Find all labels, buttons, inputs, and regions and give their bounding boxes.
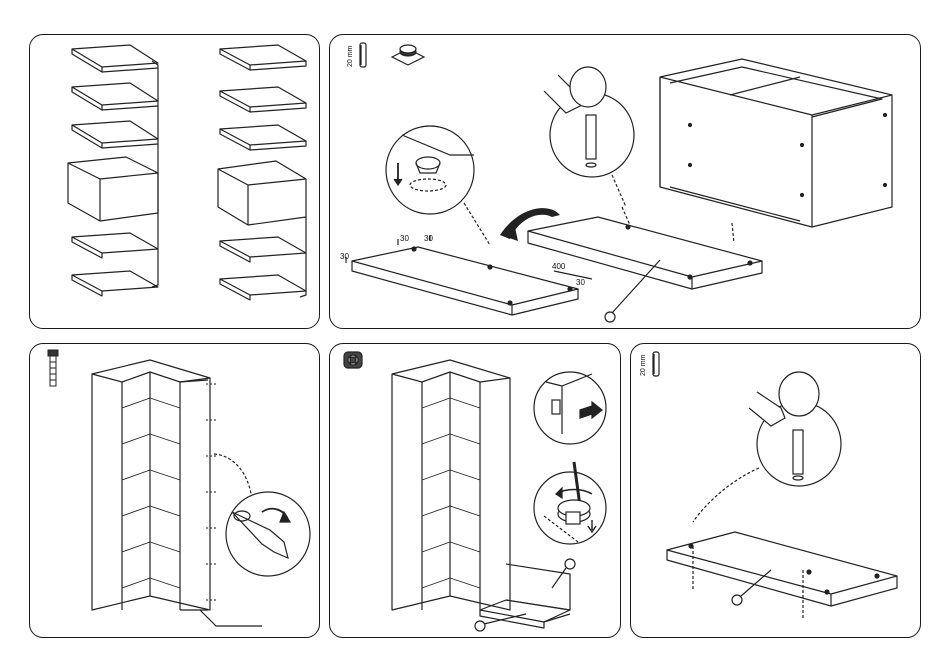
felt-pad-icon — [392, 45, 424, 65]
corner-screws-drawing — [30, 344, 321, 639]
base-assembly-drawing: 20 mm — [330, 35, 922, 330]
shelf-left-3 — [72, 121, 158, 148]
shelf-right-3 — [220, 125, 306, 150]
cam-lock-drawing — [330, 344, 622, 639]
panel-dowel-shelf: 20 mm — [630, 343, 921, 638]
dim-label: 400 — [552, 262, 566, 271]
box-left — [68, 157, 158, 221]
dim-label: 30 — [340, 252, 349, 261]
cam-tighten-detail-circle — [534, 462, 606, 544]
shelf-right-1 — [220, 45, 306, 70]
cabinet-carcass — [660, 59, 892, 227]
panel-base-assembly: 20 mm — [329, 34, 921, 329]
dowel-insert-detail-circle — [534, 372, 606, 444]
shelf-left-5 — [72, 271, 158, 296]
hammer-detail-circle — [544, 67, 634, 207]
dim-label: 30 — [424, 234, 433, 243]
flip-arrow — [500, 208, 560, 241]
cam-bolt-icon — [48, 350, 58, 386]
pin-length-label: 20 mm — [640, 354, 647, 376]
base-board — [346, 235, 592, 315]
shelf-right-2 — [220, 87, 306, 112]
panel-corner-screws — [29, 343, 320, 638]
box-right — [218, 161, 306, 225]
shelf-board — [667, 532, 897, 620]
screwdriver-detail-circle — [226, 492, 310, 576]
shelf-right-4 — [220, 237, 306, 262]
pin-length-label: 20 mm — [347, 45, 354, 67]
corner-cabinet — [92, 360, 262, 626]
dowel-icon — [360, 43, 366, 67]
shelf-left-4 — [72, 233, 158, 258]
dowel-icon — [653, 352, 659, 376]
panel-cam-lock — [329, 343, 621, 638]
shelf-overview-drawing — [30, 35, 321, 330]
panel-shelf-overview — [29, 34, 320, 329]
cam-detail-circle — [386, 126, 490, 245]
shelf-left-1 — [72, 45, 158, 72]
shelf-left-2 — [72, 83, 158, 110]
dowel-shelf-drawing: 20 mm — [631, 344, 922, 639]
dim-label: 30 — [576, 278, 585, 287]
cam-lock-icon — [344, 352, 362, 368]
hammer-detail-circle — [693, 372, 841, 522]
dim-label: 30 — [400, 234, 409, 243]
shelf-right-5 — [220, 275, 306, 300]
